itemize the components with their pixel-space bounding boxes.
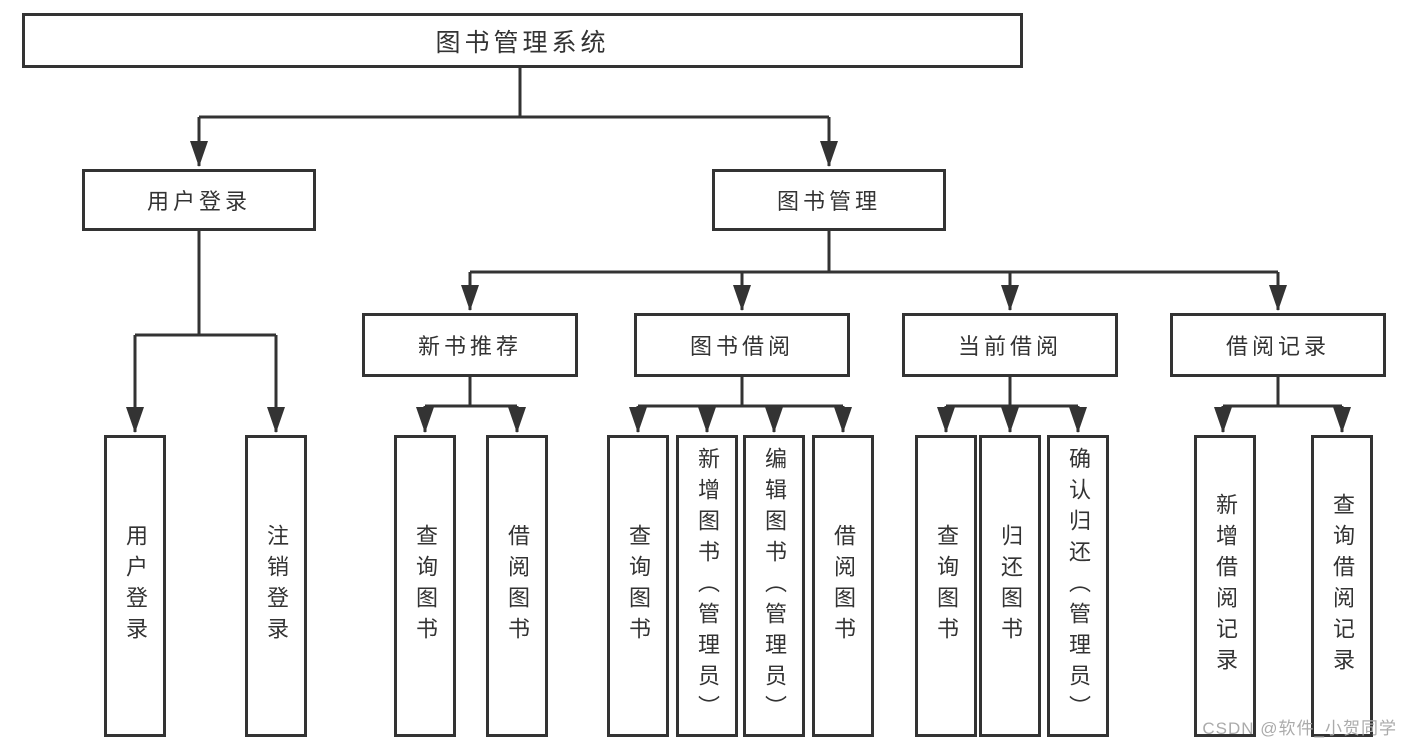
node-label: 确认归还（管理员）: [1066, 446, 1091, 726]
node-label: 查询图书: [626, 524, 651, 648]
node-new-book-recommendation: 新书推荐: [362, 313, 578, 377]
csdn-watermark: CSDN @软件_小贺同学: [1202, 719, 1397, 738]
node-leaf-add-borrow-record: 新增借阅记录: [1194, 435, 1256, 737]
node-leaf-logout: 注销登录: [245, 435, 307, 737]
node-label: 编辑图书（管理员）: [762, 446, 787, 726]
node-user-login: 用户登录: [82, 169, 316, 231]
node-current-borrowing: 当前借阅: [902, 313, 1118, 377]
connector-arrows: [126, 117, 1351, 433]
node-leaf-return-books: 归还图书: [979, 435, 1041, 737]
node-book-borrowing: 图书借阅: [634, 313, 850, 377]
node-leaf-borrow-books-recommend: 借阅图书: [486, 435, 548, 737]
node-book-management: 图书管理: [712, 169, 946, 231]
node-label: 用户登录: [146, 189, 251, 214]
node-label: 借阅图书: [505, 524, 530, 648]
node-library-management-system: 图书管理系统: [22, 13, 1023, 68]
node-leaf-query-books-recommend: 查询图书: [394, 435, 456, 737]
node-leaf-add-books-admin: 新增图书（管理员）: [676, 435, 738, 737]
node-label: 图书借阅: [689, 334, 794, 359]
connector-rails: [135, 68, 1342, 408]
node-leaf-query-books-borrow: 查询图书: [607, 435, 669, 737]
node-label: 用户登录: [123, 524, 148, 648]
node-leaf-user-login: 用户登录: [104, 435, 166, 737]
node-label: 图书管理: [776, 189, 881, 214]
node-label: 新增借阅记录: [1213, 493, 1238, 679]
node-label: 借阅图书: [831, 524, 856, 648]
node-label: 新书推荐: [417, 334, 522, 359]
node-leaf-query-books-current: 查询图书: [915, 435, 977, 737]
node-label: 借阅记录: [1225, 334, 1330, 359]
node-label: 图书管理系统: [435, 28, 610, 57]
node-label: 注销登录: [264, 524, 289, 648]
node-label: 查询图书: [413, 524, 438, 648]
node-label: 当前借阅: [957, 334, 1062, 359]
node-leaf-query-borrow-record: 查询借阅记录: [1311, 435, 1373, 737]
node-label: 查询借阅记录: [1330, 493, 1355, 679]
node-leaf-edit-books-admin: 编辑图书（管理员）: [743, 435, 805, 737]
node-label: 归还图书: [998, 524, 1023, 648]
node-leaf-confirm-return-admin: 确认归还（管理员）: [1047, 435, 1109, 737]
node-label: 新增图书（管理员）: [695, 446, 720, 726]
node-label: 查询图书: [934, 524, 959, 648]
node-leaf-borrow-books: 借阅图书: [812, 435, 874, 737]
node-borrowing-records: 借阅记录: [1170, 313, 1386, 377]
